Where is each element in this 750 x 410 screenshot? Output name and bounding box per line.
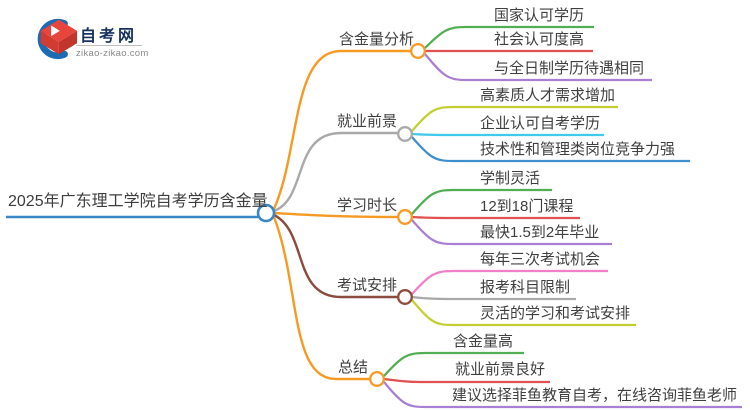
subtopic-line (411, 219, 612, 246)
subtopic-label[interactable]: 社会认可度高 (494, 31, 585, 48)
branch-curve-jiuye (273, 131, 398, 213)
subtopic-label[interactable]: 12到18门课程 (480, 198, 574, 215)
subtopic-line (411, 269, 608, 295)
subtopic-line (411, 188, 552, 215)
subtopic-line (383, 377, 550, 384)
zikao-logo[interactable]: 自考网 zikao-zikao.com (32, 14, 162, 67)
subtopic-label[interactable]: 高素质人才需求增加 (480, 87, 616, 104)
branch-curve-hanjinliang (272, 49, 411, 210)
subtopic-label[interactable]: 技术性和管理类岗位竞争力强 (480, 141, 676, 158)
subtopic-line (411, 132, 604, 137)
branch-curve-kaoshi (273, 213, 398, 299)
logo-subtitle: zikao-zikao.com (76, 48, 149, 59)
subtopic-label[interactable]: 企业认可自考学历 (480, 115, 601, 132)
subtopic-line (383, 351, 524, 377)
logo-divider (76, 45, 142, 46)
subtopic-line (424, 25, 594, 49)
subtopic-line (383, 381, 742, 409)
branch-label-zongjie[interactable]: 总结 (338, 359, 369, 376)
zikao-logo-icon (37, 18, 78, 60)
subtopic-label[interactable]: 报考科目限制 (480, 279, 571, 296)
branch-label-jiuye[interactable]: 就业前景 (337, 113, 398, 130)
subtopic-line (411, 215, 580, 220)
root-node-circle[interactable] (256, 203, 276, 223)
branch-node-circle-kaoshi[interactable] (397, 289, 413, 305)
branch-curve-xuexi (273, 211, 399, 219)
subtopic-label[interactable]: 建议选择菲鱼教育自考，在线咨询菲鱼老师 (452, 387, 738, 404)
root-node-label[interactable]: 2025年广东理工学院自考学历含金量 (8, 193, 268, 210)
branch-node-circle-jiuye[interactable] (397, 126, 413, 142)
subtopic-line (411, 295, 576, 301)
logo-title: 自考网 (80, 28, 138, 45)
branch-node-circle-xuexi[interactable] (397, 209, 413, 225)
branch-label-hanjinliang[interactable]: 含金量分析 (339, 31, 415, 48)
subtopic-label[interactable]: 国家认可学历 (494, 7, 585, 24)
branch-label-xuexi[interactable]: 学习时长 (337, 197, 398, 214)
branch-node-circle-zongjie[interactable] (369, 371, 385, 387)
subtopic-line (411, 299, 636, 327)
subtopic-label[interactable]: 每年三次考试机会 (480, 251, 601, 268)
branch-curve-zongjie (272, 216, 370, 381)
branch-node-circle-hanjinliang[interactable] (410, 43, 426, 59)
subtopic-label[interactable]: 含金量高 (453, 333, 514, 350)
subtopic-label[interactable]: 与全日制学历待遇相同 (494, 60, 645, 77)
subtopic-label[interactable]: 就业前景良好 (455, 361, 546, 378)
subtopic-line (411, 105, 618, 132)
subtopic-line (424, 53, 652, 82)
subtopic-label[interactable]: 灵活的学习和考试安排 (480, 305, 631, 322)
subtopic-label[interactable]: 最快1.5到2年毕业 (480, 224, 600, 241)
branch-label-kaoshi[interactable]: 考试安排 (337, 277, 398, 294)
subtopic-label[interactable]: 学制灵活 (480, 170, 541, 187)
subtopic-line (411, 136, 690, 163)
